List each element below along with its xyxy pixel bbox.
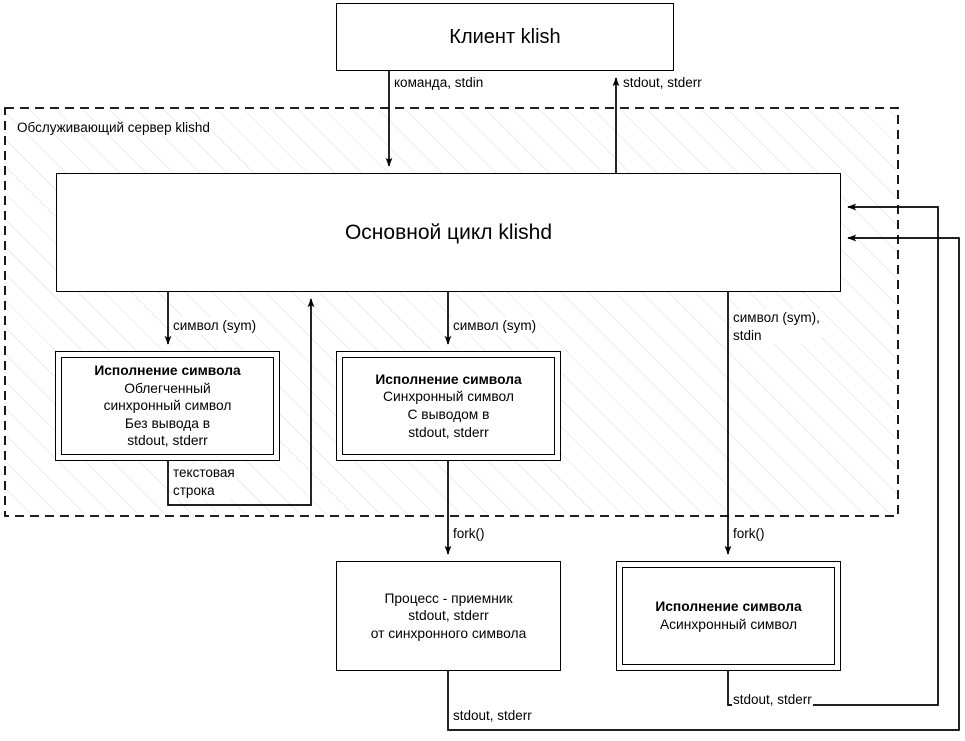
node-main-loop[interactable]: Основной цикл klishd [56, 173, 841, 292]
node-client-klish[interactable]: Клиент klish [336, 3, 674, 71]
edge-label-mainloop-to-sym-async: символ (sym), stdin [732, 309, 821, 345]
node-process-receiver[interactable]: Процесс - приемник stdout, stderr от син… [336, 561, 561, 671]
node-process-receiver-line3: от синхронного символа [370, 625, 527, 641]
node-process-receiver-line2: stdout, stderr [408, 608, 489, 624]
edge-label-mainloop-to-sym-sync: символ (sym) [452, 317, 538, 335]
edge-proc-recv-return [447, 234, 960, 731]
node-sym-light-sync-title: Исполнение символа [94, 362, 241, 378]
node-sym-light-sync[interactable]: Исполнение символа Облегченный синхронны… [55, 351, 280, 461]
node-sym-async[interactable]: Исполнение символа Асинхронный символ [616, 561, 841, 671]
edge-sym-light-to-mainloop [167, 298, 315, 506]
node-sym-light-sync-line4: stdout, stderr [127, 433, 208, 449]
node-sym-async-title: Исполнение символа [655, 599, 802, 615]
node-sym-async-inner: Исполнение символа Асинхронный символ [622, 567, 835, 665]
edge-label-mainloop-to-client: stdout, stderr [622, 74, 703, 92]
edge-label-proc-recv-return: stdout, stderr [452, 707, 533, 725]
edge-label-sym-light-to-mainloop: текстовая строка [172, 464, 236, 500]
node-sym-sync-line1: Синхронный символ [383, 389, 514, 405]
node-process-receiver-line1: Процесс - приемник [384, 590, 513, 606]
edge-sym-async-return [727, 203, 939, 706]
edge-label-sym-sync-fork: fork() [452, 525, 486, 543]
server-zone-label: Обслуживающий сервер klishd [17, 120, 210, 135]
node-sym-light-sync-line2: синхронный символ [103, 398, 232, 414]
node-sym-sync-inner: Исполнение символа Синхронный символ С в… [342, 357, 555, 455]
edge-label-sym-async-fork: fork() [732, 525, 766, 543]
node-sym-light-sync-inner: Исполнение символа Облегченный синхронны… [61, 357, 274, 455]
edge-label-sym-async-return: stdout, stderr [732, 691, 813, 709]
node-sym-sync[interactable]: Исполнение символа Синхронный символ С в… [336, 351, 561, 461]
node-main-loop-label: Основной цикл klishd [344, 220, 553, 244]
node-sym-sync-title: Исполнение символа [375, 371, 522, 387]
node-sym-sync-line3: stdout, stderr [408, 424, 489, 440]
node-sym-sync-line2: С выводом в [407, 407, 490, 422]
node-sym-light-sync-line3: Без вывода в [124, 415, 211, 431]
edge-label-client-to-mainloop: команда, stdin [393, 74, 485, 92]
node-client-klish-label: Клиент klish [449, 25, 561, 48]
edge-label-mainloop-to-sym-light: символ (sym) [172, 317, 258, 335]
node-sym-light-sync-line1: Облегченный [124, 380, 211, 396]
node-sym-async-line1: Асинхронный символ [659, 617, 798, 632]
